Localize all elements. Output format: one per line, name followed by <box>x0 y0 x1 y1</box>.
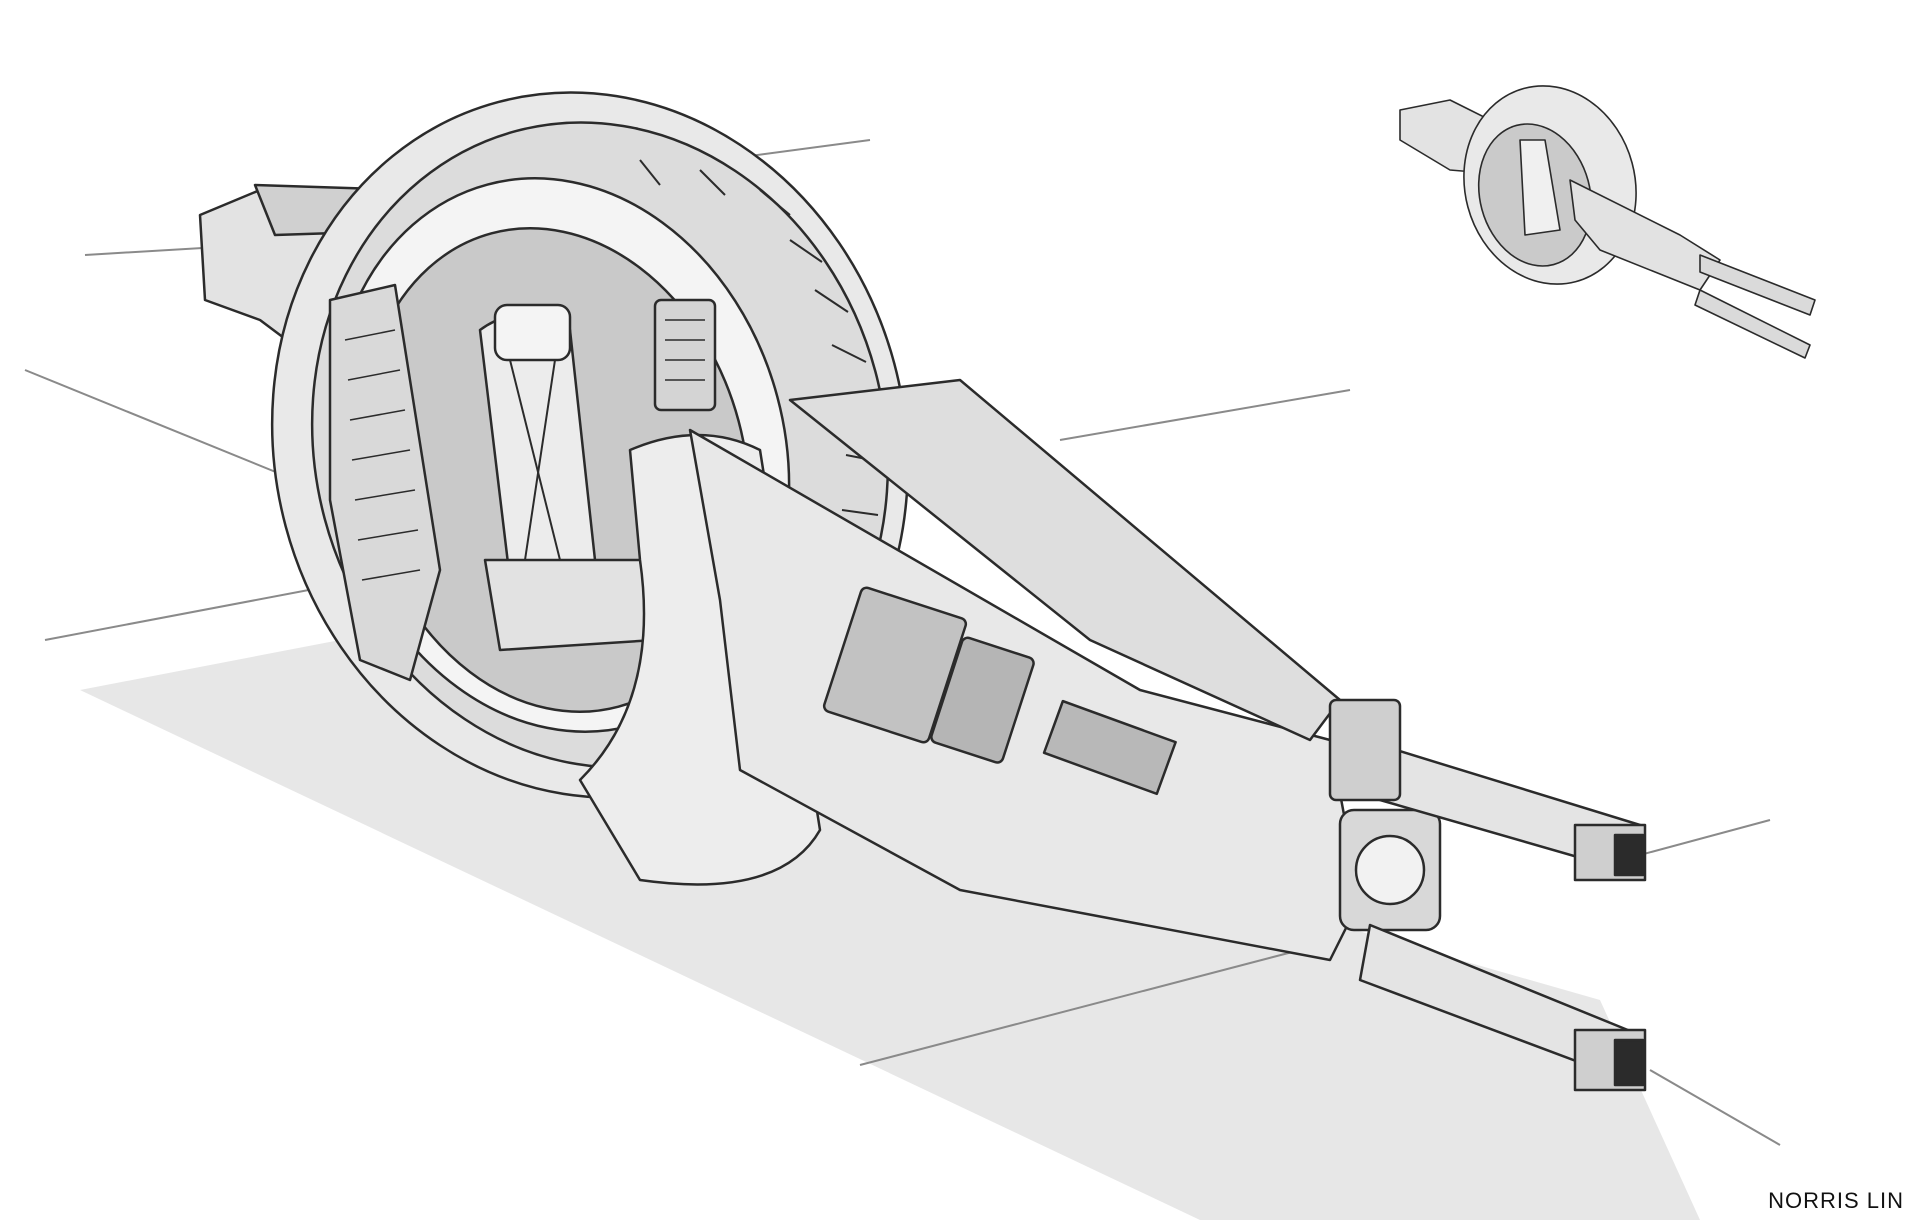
thumb-pilot <box>1519 139 1561 236</box>
cockpit-side-panel <box>653 298 717 412</box>
mechanism-block-2 <box>930 636 1035 764</box>
artist-signature: NORRIS LIN <box>1768 1188 1904 1213</box>
mechanism-block <box>822 586 968 744</box>
seat-harness <box>509 359 561 561</box>
front-hub-cap <box>1354 834 1426 906</box>
pilot-seat-headrest <box>493 303 572 362</box>
pilot-seat-cushion <box>483 558 657 652</box>
swingarm-boom <box>688 428 1362 962</box>
upper-cannon-muzzle <box>1613 833 1645 877</box>
lower-cannon-muzzle <box>1613 1038 1645 1087</box>
main-vehicle <box>198 91 1647 1092</box>
thumbnail-vehicle <box>1399 85 1816 359</box>
swingarm-top-spine <box>788 378 1342 742</box>
swingarm-slot <box>1042 699 1177 796</box>
left-cowl-panel <box>328 283 442 682</box>
thumb-lower-cannon <box>1694 289 1811 359</box>
ground-shadow <box>80 640 1700 1220</box>
left-cowl-vents <box>344 329 421 581</box>
thumb-upper-cannon <box>1699 254 1816 316</box>
side-panel-vents <box>665 319 705 381</box>
upper-cannon-mount <box>1328 698 1402 802</box>
